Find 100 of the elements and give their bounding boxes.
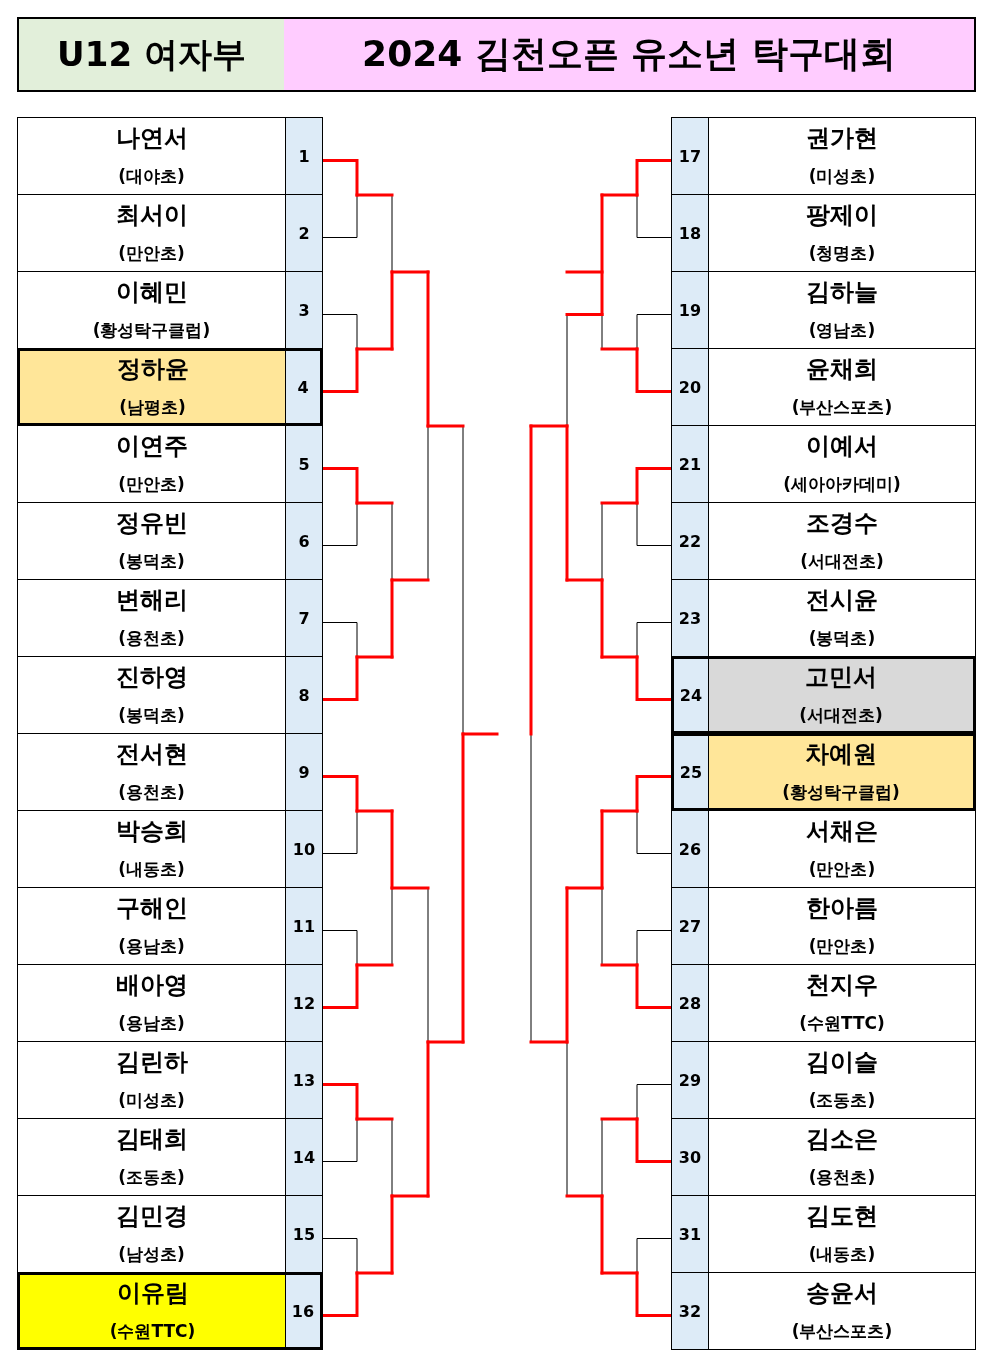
school-name: (내동초) (118, 859, 185, 879)
bracket-line (636, 194, 672, 238)
player-box (671, 502, 976, 580)
seed-number: 22 (672, 503, 709, 579)
player-name: 송윤서 (806, 1279, 878, 1307)
bracket-line (636, 810, 672, 854)
player-name: 이혜민 (115, 278, 188, 306)
bracket-line (636, 314, 672, 350)
bracket-line (636, 622, 672, 658)
bracket-line (322, 930, 358, 966)
seed-number: 16 (285, 1275, 320, 1347)
bracket-line (566, 314, 568, 427)
player-name: 조경수 (806, 509, 878, 537)
bracket-line (427, 887, 429, 1043)
player-name: 차예원 (805, 740, 877, 768)
player-name: 팡제이 (806, 201, 878, 229)
bracket-line (600, 193, 604, 316)
school-name: (미성초) (808, 166, 876, 186)
bracket-line (391, 194, 393, 273)
seed-number: 4 (285, 351, 320, 423)
bracket-line (635, 775, 673, 813)
seed-number: 24 (674, 659, 709, 731)
player-box (17, 656, 323, 734)
player-box (17, 1041, 323, 1119)
bracket-line (355, 963, 394, 967)
player-name: 이연주 (115, 432, 188, 460)
player-box (17, 810, 323, 888)
school-name: (남성초) (118, 1244, 185, 1264)
bracket-line (426, 424, 465, 428)
player-box (671, 425, 976, 503)
school-name: (서대전초) (799, 705, 883, 725)
player-box (671, 964, 976, 1042)
school-name: (만안초) (118, 474, 185, 494)
school-name: (용남초) (118, 1013, 185, 1033)
school-name: (수원TTC) (799, 1013, 885, 1033)
player-box (671, 810, 976, 888)
bracket-line (635, 467, 673, 505)
player-name: 전시윤 (806, 586, 878, 614)
bracket-line (600, 1117, 639, 1121)
seed-number: 14 (285, 1119, 322, 1195)
seed-number: 25 (674, 736, 709, 808)
player-name: 권가현 (806, 124, 878, 152)
seed-number: 26 (672, 811, 709, 887)
bracket-line (636, 1238, 672, 1274)
bracket-line (355, 1271, 394, 1275)
seed-number: 1 (285, 118, 322, 194)
bracket-line (322, 314, 358, 350)
player-name: 변해리 (115, 586, 188, 614)
bracket-line (426, 1040, 465, 1044)
player-box (671, 117, 976, 195)
bracket-line (390, 578, 430, 582)
player-name: 천지우 (806, 971, 878, 999)
seed-number: 5 (285, 426, 322, 502)
school-name: (미성초) (118, 1090, 185, 1110)
school-name: (대야초) (118, 166, 185, 186)
bracket-line (321, 159, 359, 197)
player-box (671, 733, 976, 811)
player-box (17, 964, 323, 1042)
school-name: (조동초) (808, 1090, 876, 1110)
school-name: (만안초) (118, 243, 185, 263)
school-name: (용천초) (118, 782, 185, 802)
school-name: (황성탁구클럽) (782, 782, 900, 802)
bracket-line (462, 425, 464, 735)
bracket-line (530, 733, 532, 1043)
school-name: (청명초) (808, 243, 876, 263)
school-name: (부산스포츠) (791, 1321, 893, 1341)
bracket-line (635, 159, 673, 197)
seed-number: 23 (672, 580, 709, 656)
bracket-line (565, 886, 569, 1044)
bracket-line (461, 732, 499, 736)
bracket-line (529, 424, 533, 736)
player-name: 전서현 (115, 740, 188, 768)
player-name: 진하영 (115, 663, 188, 691)
player-box (17, 887, 323, 965)
player-box (671, 1272, 976, 1350)
school-name: (용천초) (118, 628, 185, 648)
bracket-line (390, 270, 430, 274)
seed-number: 13 (285, 1042, 322, 1118)
bracket-line (322, 622, 358, 658)
player-box (671, 194, 976, 272)
bracket-line (322, 1118, 358, 1162)
bracket-line (322, 810, 358, 854)
bracket-line (600, 501, 639, 505)
seed-number: 17 (672, 118, 709, 194)
seed-number: 30 (672, 1119, 709, 1195)
player-name: 고민서 (805, 663, 877, 691)
player-name: 최서이 (115, 201, 188, 229)
bracket-line (390, 809, 394, 890)
player-box (17, 117, 323, 195)
bracket-line (565, 270, 604, 316)
bracket-line (427, 425, 429, 581)
player-name: 김린하 (115, 1048, 188, 1076)
player-box (671, 887, 976, 965)
bracket-line (636, 1084, 672, 1120)
bracket-line (529, 1040, 569, 1044)
bracket-line (391, 887, 393, 966)
seed-number: 32 (672, 1273, 709, 1349)
school-name: (용천초) (808, 1167, 876, 1187)
player-name: 김태희 (115, 1125, 188, 1153)
seed-number: 27 (672, 888, 709, 964)
